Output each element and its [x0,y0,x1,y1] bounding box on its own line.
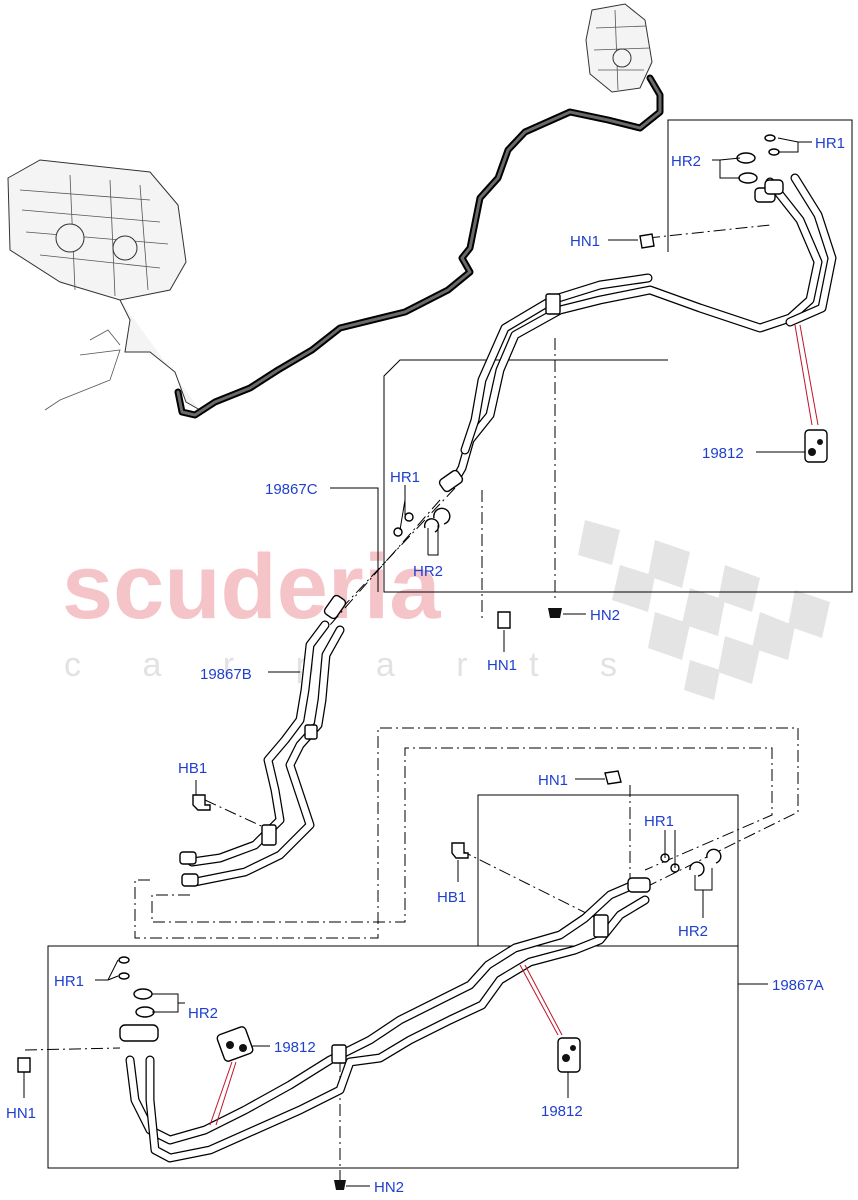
nut-hn1-lower [604,770,622,785]
o-ring-hr2-bottom [133,988,153,1000]
label-hn1-bottom: HN1 [6,1105,36,1122]
label-19812-bottom-left: 19812 [274,1039,316,1056]
label-hn2-mid: HN2 [590,607,620,624]
label-hr1-lower: HR1 [644,813,674,830]
nut-hn2-bottom [334,1180,346,1190]
pipe-19867b [187,620,345,887]
nut-hn1-bottom [17,1057,31,1073]
label-hr2-mid: HR2 [413,563,443,580]
frame-19867a-upper [477,794,739,946]
clip-19812-top-icon [804,429,828,463]
o-ring-hr2-bottom-2 [135,1006,155,1018]
checkered-flag-icon [578,520,830,700]
o-ring-hr1-top-2 [768,148,780,156]
red-leaders [209,324,819,1126]
flange-mid [438,469,464,493]
flange-top-right-2 [764,179,784,195]
label-hr1-top: HR1 [815,135,845,152]
o-ring-hr1-mid [404,512,414,522]
refrigerant-hose [174,74,664,419]
flange-right-lower [627,877,651,893]
flange-mid-2 [323,594,347,620]
nut-hn1-mid [497,611,511,629]
label-hn1-mid: HN1 [487,657,517,674]
label-hn1-lower: HN1 [538,772,568,789]
pipe-fittings [119,179,784,1042]
label-hn1-top: HN1 [570,233,600,250]
flange-bottom-left [119,1024,159,1042]
pipe-19867a [125,877,650,1163]
o-ring-hr2-lower [689,861,705,877]
flange-left-2 [181,873,199,887]
pipe-19867c [450,173,837,485]
label-hr2-lower: HR2 [678,923,708,940]
small-parts [17,134,780,1190]
label-hn2-bottom: HN2 [374,1179,404,1196]
label-19867b: 19867B [200,666,252,683]
watermark: scuderia c a r p a r t s [62,520,830,700]
label-hb1-left: HB1 [178,760,207,777]
label-hr1-mid: HR1 [390,469,420,486]
o-ring-hr2-lower-2 [706,848,722,864]
clip-19812-bottom-icon [557,1037,581,1073]
evaporator-unit-icon [7,159,201,411]
o-ring-hr1-bottom-2 [118,972,130,980]
assembly-frames [47,119,853,1169]
nut-hn2-mid [548,608,562,618]
label-19812-top: 19812 [702,445,744,462]
center-lines [24,224,799,1180]
flange-left [179,851,197,865]
label-hr2-bottom: HR2 [188,1005,218,1022]
o-ring-hr2-mid [423,518,440,533]
watermark-sub: c a r p a r t s [64,646,643,684]
clips-19812 [216,429,828,1073]
compressor-icon [585,3,653,93]
clip-19812-bottom-left-icon [216,1026,254,1062]
frame-19867a [47,945,739,1169]
label-19867a: 19867A [772,977,824,994]
part-labels: HR1 HR2 HN1 19812 19867C HR1 HR2 HN2 HN1… [6,135,845,1196]
frame-19867c [383,119,853,593]
o-ring-hr2-top-2 [738,172,758,184]
label-19867c: 19867C [265,481,318,498]
leader-lines [23,137,812,1187]
label-hb1-lower: HB1 [437,889,466,906]
o-ring-hr1-top [764,134,776,142]
o-ring-hr1-mid-2 [393,527,403,537]
label-hr1-bottom: HR1 [54,973,84,990]
o-ring-hr1-bottom [118,956,130,964]
label-19812-bottom: 19812 [541,1103,583,1120]
bolt-hb1-left [192,794,211,811]
o-ring-hr2-mid-2 [433,507,451,525]
bolt-hb1-lower [451,842,469,859]
label-hr2-top: HR2 [671,153,701,170]
nut-hn1-top [639,233,655,249]
